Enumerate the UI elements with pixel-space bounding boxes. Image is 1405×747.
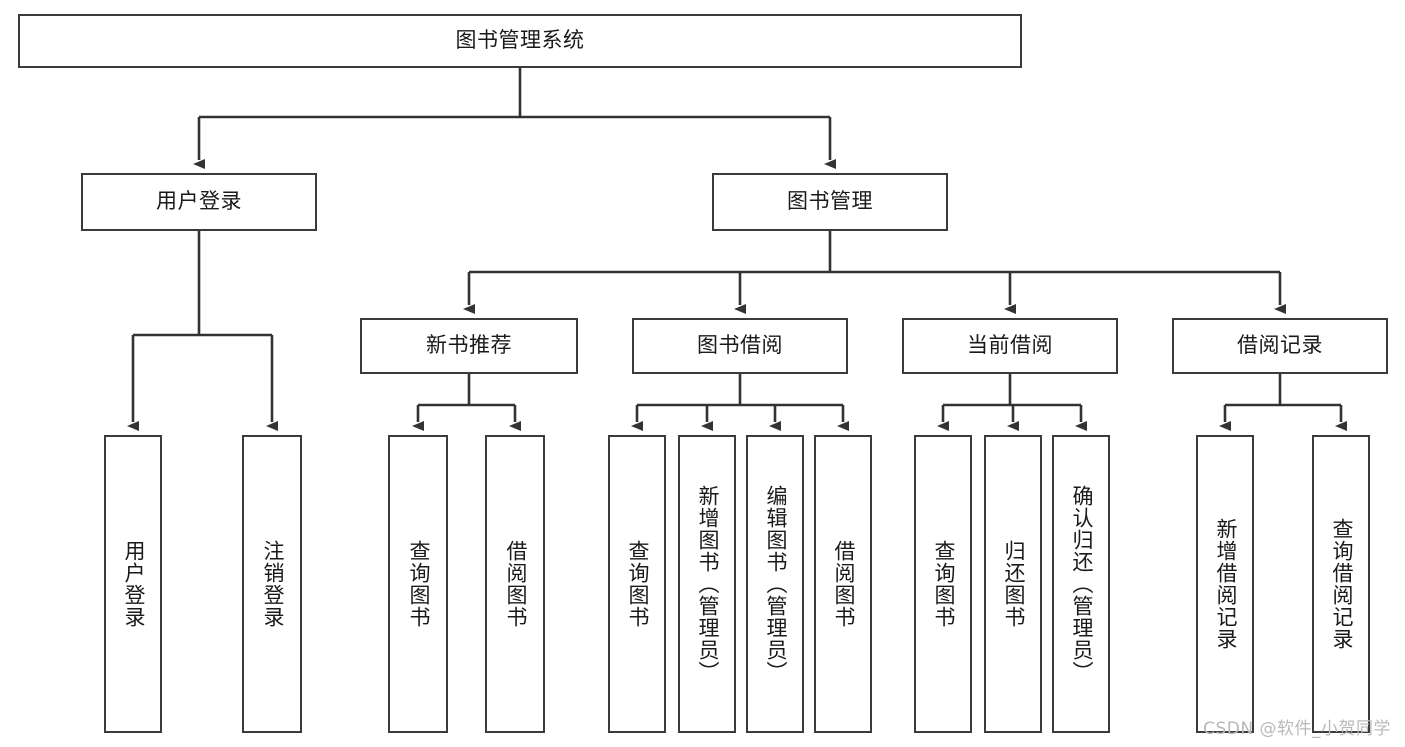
node-leaf-query-book-rec[interactable]: 查询图书 <box>388 435 448 733</box>
node-leaf-query-book-current-label: 查询图书 <box>931 540 956 628</box>
node-leaf-logout-login-label: 注销登录 <box>260 540 285 628</box>
node-leaf-add-book-admin-label: 新增图书（管理员） <box>695 485 720 683</box>
node-leaf-return-book[interactable]: 归还图书 <box>984 435 1042 733</box>
node-book-borrow[interactable]: 图书借阅 <box>632 318 848 374</box>
edge-root-to-level2 <box>193 68 836 169</box>
node-root-label: 图书管理系统 <box>455 28 585 53</box>
edge-bookmanage-to-level3 <box>463 231 1286 314</box>
node-leaf-edit-book-admin[interactable]: 编辑图书（管理员） <box>746 435 804 733</box>
node-leaf-edit-book-admin-label: 编辑图书（管理员） <box>763 485 788 683</box>
node-new-book-recommend[interactable]: 新书推荐 <box>360 318 578 374</box>
node-leaf-add-book-admin[interactable]: 新增图书（管理员） <box>678 435 736 733</box>
node-leaf-borrow-book-label: 借阅图书 <box>831 540 856 628</box>
node-leaf-logout-login[interactable]: 注销登录 <box>242 435 302 733</box>
node-current-borrow-label: 当前借阅 <box>967 333 1053 358</box>
node-book-borrow-label: 图书借阅 <box>697 333 783 358</box>
edge-newbook-to-leaves <box>412 374 521 431</box>
node-new-book-recommend-label: 新书推荐 <box>426 333 512 358</box>
node-leaf-query-borrow-record[interactable]: 查询借阅记录 <box>1312 435 1370 733</box>
node-leaf-confirm-return-admin-label: 确认归还（管理员） <box>1069 485 1094 683</box>
node-leaf-query-book-current[interactable]: 查询图书 <box>914 435 972 733</box>
node-leaf-user-login[interactable]: 用户登录 <box>104 435 162 733</box>
edge-userlogin-to-leaves <box>127 231 278 431</box>
node-leaf-query-book-rec-label: 查询图书 <box>406 540 431 628</box>
node-leaf-query-book-borrow[interactable]: 查询图书 <box>608 435 666 733</box>
node-leaf-borrow-book-rec-label: 借阅图书 <box>503 540 528 628</box>
node-leaf-confirm-return-admin[interactable]: 确认归还（管理员） <box>1052 435 1110 733</box>
csdn-watermark: CSDN @软件_小贺同学 <box>1203 719 1391 739</box>
node-book-manage[interactable]: 图书管理 <box>712 173 948 231</box>
node-leaf-return-book-label: 归还图书 <box>1001 540 1026 628</box>
node-borrow-record-label: 借阅记录 <box>1237 333 1323 358</box>
node-leaf-add-borrow-record[interactable]: 新增借阅记录 <box>1196 435 1254 733</box>
node-book-manage-label: 图书管理 <box>787 189 873 214</box>
node-user-login[interactable]: 用户登录 <box>81 173 317 231</box>
edge-currentborrow-to-leaves <box>937 374 1087 431</box>
node-leaf-user-login-label: 用户登录 <box>121 540 146 628</box>
edge-bookborrow-to-leaves <box>631 374 849 431</box>
node-leaf-add-borrow-record-label: 新增借阅记录 <box>1213 518 1238 650</box>
node-root[interactable]: 图书管理系统 <box>18 14 1022 68</box>
node-current-borrow[interactable]: 当前借阅 <box>902 318 1118 374</box>
node-leaf-borrow-book-rec[interactable]: 借阅图书 <box>485 435 545 733</box>
node-borrow-record[interactable]: 借阅记录 <box>1172 318 1388 374</box>
node-leaf-query-book-borrow-label: 查询图书 <box>625 540 650 628</box>
node-user-login-label: 用户登录 <box>156 189 242 214</box>
node-leaf-borrow-book[interactable]: 借阅图书 <box>814 435 872 733</box>
node-leaf-query-borrow-record-label: 查询借阅记录 <box>1329 518 1354 650</box>
edge-borrowrecord-to-leaves <box>1219 374 1347 431</box>
